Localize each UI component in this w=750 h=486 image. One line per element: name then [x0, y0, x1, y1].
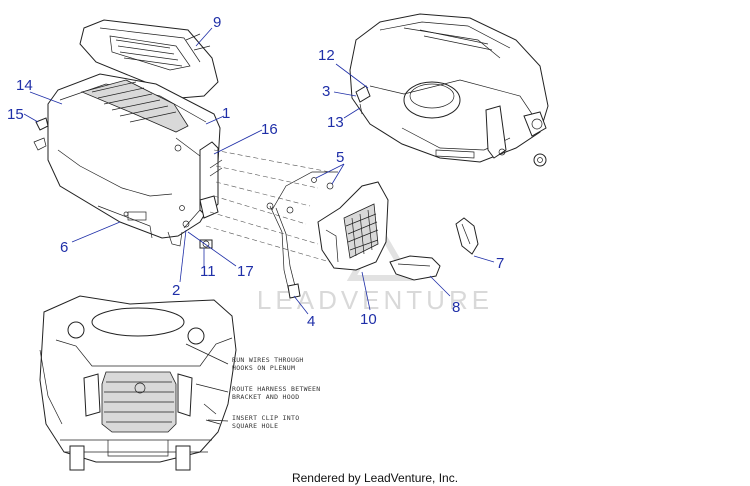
- callout-14: 14: [16, 77, 33, 94]
- side-lens-part: [455, 217, 479, 255]
- note-leaders: [185, 343, 229, 422]
- callout-1: 1: [222, 105, 230, 122]
- callout-5: 5: [336, 149, 344, 166]
- callout-8: 8: [452, 299, 460, 316]
- note-insert-clip-line2: SQUARE HOLE: [232, 422, 278, 430]
- callout-16: 16: [261, 121, 278, 138]
- callout-12: 12: [318, 47, 335, 64]
- callout-7: 7: [496, 255, 504, 272]
- callout-3: 3: [322, 83, 330, 100]
- plenum-part: [266, 171, 338, 299]
- callout-10: 10: [360, 311, 377, 328]
- callout-4: 4: [307, 313, 315, 330]
- note-route-harness-line2: BRACKET AND HOOD: [232, 393, 299, 401]
- headlight-lens-part: [389, 255, 441, 281]
- hood-body-part: [47, 73, 221, 247]
- note-run-wires-line1: RUN WIRES THROUGH: [232, 356, 304, 364]
- callout-11: 11: [200, 263, 216, 280]
- explode-lines: [205, 149, 331, 263]
- note-insert-clip-line1: INSERT CLIP INTO: [232, 414, 299, 422]
- callout-6: 6: [60, 239, 68, 256]
- callout-leaders: [23, 27, 495, 315]
- detail-inset: [39, 295, 237, 471]
- rear-hood-part: [349, 13, 549, 167]
- callout-2: 2: [172, 282, 180, 299]
- top-cover-part: [79, 19, 219, 99]
- front-grille-part: [317, 181, 389, 271]
- assembly-notes: RUN WIRES THROUGH HOOKS ON PLENUM ROUTE …: [232, 356, 320, 430]
- screw-part-15: [33, 117, 49, 151]
- hood-bracket-parts: [179, 141, 223, 249]
- callout-13: 13: [327, 114, 344, 131]
- callouts: 9 14 15 1 16 6 2 11 17 12 3 13 5 4 10 8 …: [7, 14, 504, 330]
- note-run-wires-line2: HOOKS ON PLENUM: [232, 364, 295, 372]
- footer-credit: Rendered by LeadVenture, Inc.: [292, 471, 458, 485]
- note-route-harness-line1: ROUTE HARNESS BETWEEN: [232, 385, 320, 393]
- callout-9: 9: [213, 14, 221, 31]
- callout-17: 17: [237, 263, 254, 280]
- callout-15: 15: [7, 106, 24, 123]
